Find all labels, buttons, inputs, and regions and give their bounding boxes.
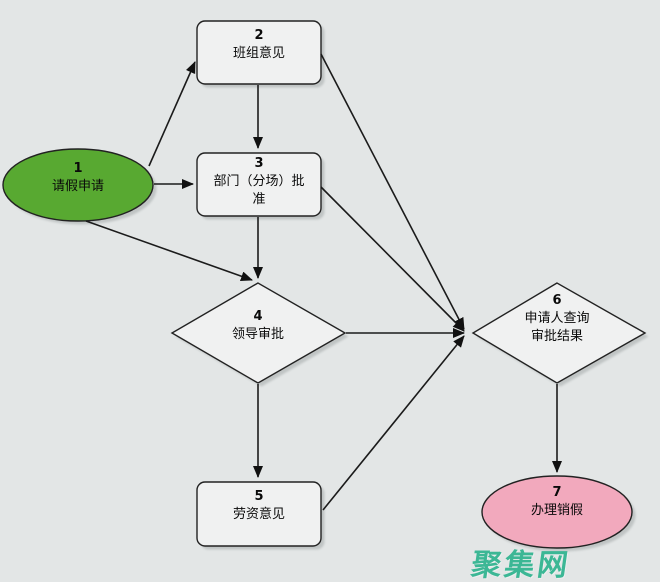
node-7-shape: [481, 475, 633, 549]
node-2-shape: [196, 20, 322, 85]
edge-2-6-arrow: [320, 53, 465, 330]
node-5-shape: [196, 481, 322, 547]
edge-3-6-arrow: [320, 186, 465, 332]
edge-1-4-arrow: [85, 220, 253, 282]
node-shapes: [2, 20, 647, 549]
node-6-shape: [471, 282, 647, 384]
node-4-shape: [170, 282, 347, 384]
flow-arrows: [85, 53, 562, 511]
node-1-shape: [2, 148, 154, 222]
edge-5-6-arrow: [322, 335, 465, 511]
node-3-shape: [196, 152, 322, 217]
site-watermark: 聚集网: [469, 548, 573, 582]
edge-1-2-arrow: [148, 61, 196, 167]
